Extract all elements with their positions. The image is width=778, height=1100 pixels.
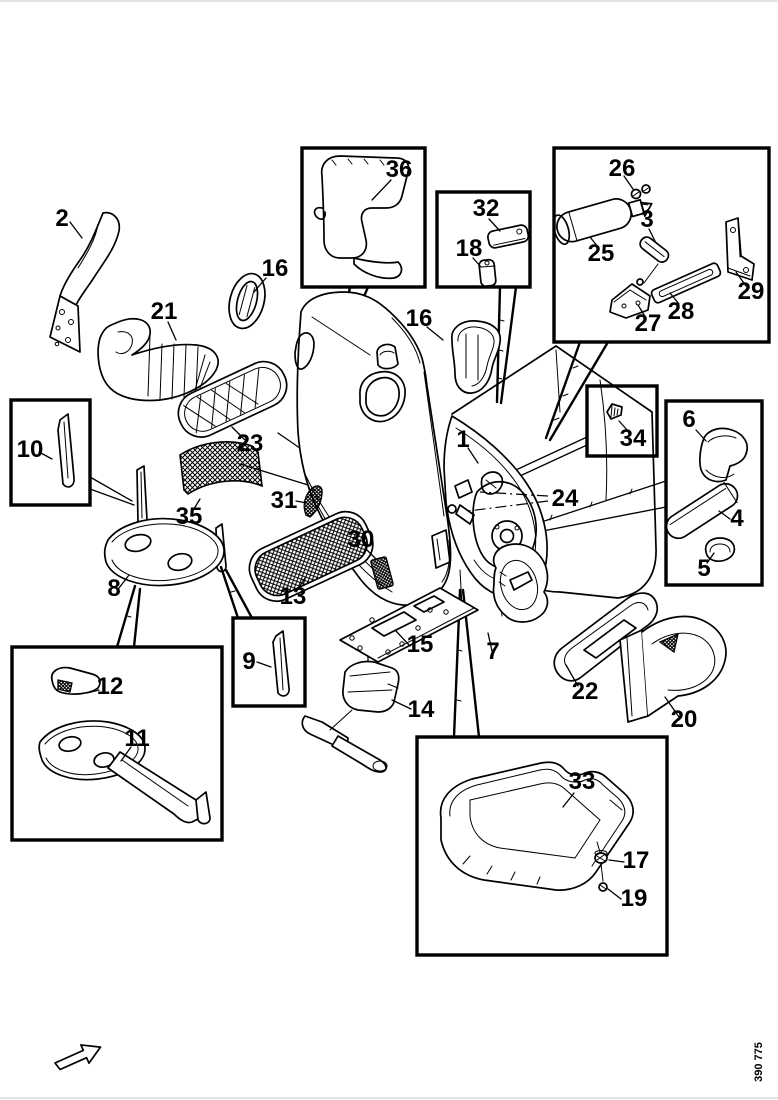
callout-label-7: 7 <box>486 638 499 665</box>
callout-label-28: 28 <box>668 298 695 325</box>
part-8-tray <box>103 465 227 587</box>
direction-arrow-icon <box>54 1044 102 1071</box>
callout-label-20: 20 <box>671 706 698 733</box>
callout-box-11-12 <box>10 645 224 842</box>
callout-box-36 <box>300 146 427 289</box>
part-14-hinge-assembly <box>301 660 400 773</box>
callout-label-32: 32 <box>473 195 500 222</box>
callout-label-8: 8 <box>107 575 120 602</box>
callout-label-31: 31 <box>271 487 298 514</box>
callout-label-30: 30 <box>348 526 375 553</box>
callout-label-34: 34 <box>620 425 647 452</box>
callout-box-25-29 <box>552 146 771 344</box>
callout-box-6-4-5 <box>664 399 764 587</box>
callout-label-21: 21 <box>151 298 178 325</box>
callout-label-26: 26 <box>609 155 636 182</box>
part-31-wedge <box>303 485 323 518</box>
callout-label-9: 9 <box>242 648 255 675</box>
callout-label-12: 12 <box>97 673 124 700</box>
callout-label-11: 11 <box>124 725 149 752</box>
callout-label-13: 13 <box>280 583 307 610</box>
callout-label-10: 10 <box>17 436 44 463</box>
callout-label-16a: 16 <box>262 255 289 282</box>
callout-label-29: 29 <box>738 278 765 305</box>
callout-label-5: 5 <box>697 555 710 582</box>
callout-label-15: 15 <box>407 631 434 658</box>
callout-label-23: 23 <box>237 430 264 457</box>
callout-box-34 <box>585 384 659 458</box>
callout-box-10 <box>9 398 92 507</box>
callout-label-24: 24 <box>552 485 579 512</box>
part-2-bracket-arm <box>49 211 121 353</box>
callout-label-27: 27 <box>635 310 662 337</box>
part-35-mesh-band <box>179 441 263 496</box>
part-16-belt-guide-right <box>451 320 502 394</box>
part-7-recliner-handle <box>492 543 549 623</box>
callout-label-19: 19 <box>621 885 648 912</box>
callout-label-6: 6 <box>682 406 695 433</box>
callout-label-33: 33 <box>569 768 596 795</box>
callout-labels: 2 21 16 36 32 18 26 3 25 27 28 29 16 1 3… <box>17 155 765 912</box>
part-20-pocket-shell <box>619 615 727 723</box>
callout-box-33 <box>415 735 669 957</box>
callout-label-25: 25 <box>588 240 615 267</box>
callout-box-9 <box>231 616 307 708</box>
part-16-guide-ring-left <box>228 272 266 330</box>
callout-label-1: 1 <box>456 426 469 453</box>
part-15-bracket-plate <box>339 587 479 663</box>
callout-label-16b: 16 <box>406 305 433 332</box>
callout-label-14: 14 <box>408 696 435 723</box>
callout-label-4: 4 <box>730 505 744 532</box>
figure-number: 390 775 <box>753 1042 765 1082</box>
label-leader-lines <box>38 175 747 900</box>
callout-label-2: 2 <box>55 205 68 232</box>
callout-box-tails <box>89 285 667 739</box>
callout-label-22: 22 <box>572 678 599 705</box>
callout-label-36: 36 <box>386 156 413 183</box>
callout-box-32-18 <box>435 190 532 289</box>
callout-label-18: 18 <box>456 235 483 262</box>
part-13-mesh-pocket <box>248 510 374 603</box>
callout-label-17: 17 <box>623 847 650 874</box>
part-30-pad <box>370 556 394 590</box>
callout-label-3: 3 <box>640 206 653 233</box>
part-23-lattice-panel <box>177 360 288 438</box>
callout-label-35: 35 <box>176 503 203 530</box>
part-21-bolster-pad <box>97 317 219 402</box>
